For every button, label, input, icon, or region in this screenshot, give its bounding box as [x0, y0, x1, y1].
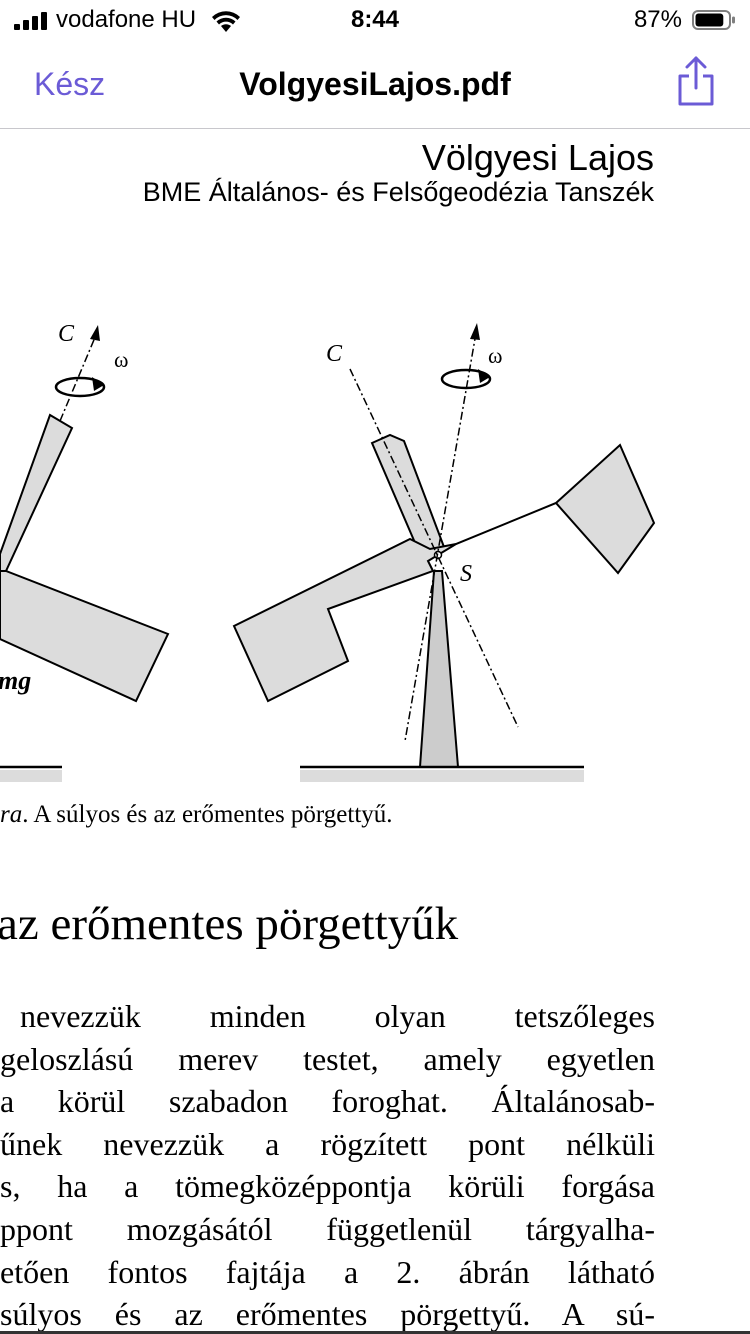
paragraph-line: s, ha a tömegközéppontja körüli forgása: [0, 1168, 655, 1205]
figure-caption: ra. A súlyos és az erőmentes pörgettyű.: [0, 801, 393, 829]
paragraph-line: ppont mozgásától függetlenül tárgyalha-: [0, 1210, 655, 1247]
author-name: Völgyesi Lajos: [421, 137, 654, 178]
pdf-page[interactable]: Völgyesi Lajos BME Általános- és Felsőge…: [0, 129, 750, 1334]
status-bar: vodafone HU 8:44 87%: [0, 0, 750, 42]
gyroscope-figure: C ω mg C ω S: [0, 321, 656, 782]
clock-time: 8:44: [350, 6, 400, 33]
document-title: VolgyesiLajos.pdf: [239, 66, 511, 102]
wifi-icon: [212, 11, 240, 32]
heavy-gyroscope-drawing: C ω mg: [0, 321, 170, 782]
torque-free-gyroscope-drawing: C ω S: [232, 323, 656, 782]
right-axis-label: C: [326, 341, 343, 367]
paragraph-line: geloszlású merev testet, amely egyetlen: [0, 1040, 655, 1077]
page-bottom-edge: [0, 1331, 750, 1334]
caption-text: . A súlyos és az erőmentes pörgettyű.: [22, 801, 393, 828]
carrier-name: vodafone HU: [56, 6, 197, 33]
paragraph-line: súlyos és az erőmentes pörgettyű. A sú-: [0, 1296, 655, 1333]
cellular-signal-icon: [14, 12, 50, 30]
left-mass-label: mg: [0, 666, 31, 695]
pivot-point-label: S: [460, 561, 472, 587]
left-axis-label: C: [58, 321, 75, 347]
right-omega-label: ω: [488, 343, 502, 368]
battery-icon: [692, 10, 735, 30]
paragraph-line: etően fontos fajtája a 2. ábrán látható: [0, 1253, 655, 1290]
paragraph-line: a körül szabadon foroghat. Általánosab-: [0, 1083, 655, 1120]
section-heading: az erőmentes pörgettyűk: [0, 898, 459, 950]
share-icon[interactable]: [676, 54, 716, 110]
battery-percentage: 87%: [633, 6, 682, 33]
navigation-bar: Kész VolgyesiLajos.pdf: [0, 42, 750, 129]
paragraph-line: nevezzük minden olyan tetszőleges: [20, 998, 655, 1034]
paragraph-line: űnek nevezzük a rögzített pont nélküli: [0, 1125, 655, 1162]
caption-italic: ra: [0, 801, 23, 828]
left-omega-label: ω: [114, 347, 128, 372]
department-name: BME Általános- és Felsőgeodézia Tanszék: [142, 177, 654, 207]
body-paragraph: nevezzük minden olyan tetszőleges gelosz…: [0, 995, 655, 1334]
done-button[interactable]: Kész: [34, 66, 106, 102]
